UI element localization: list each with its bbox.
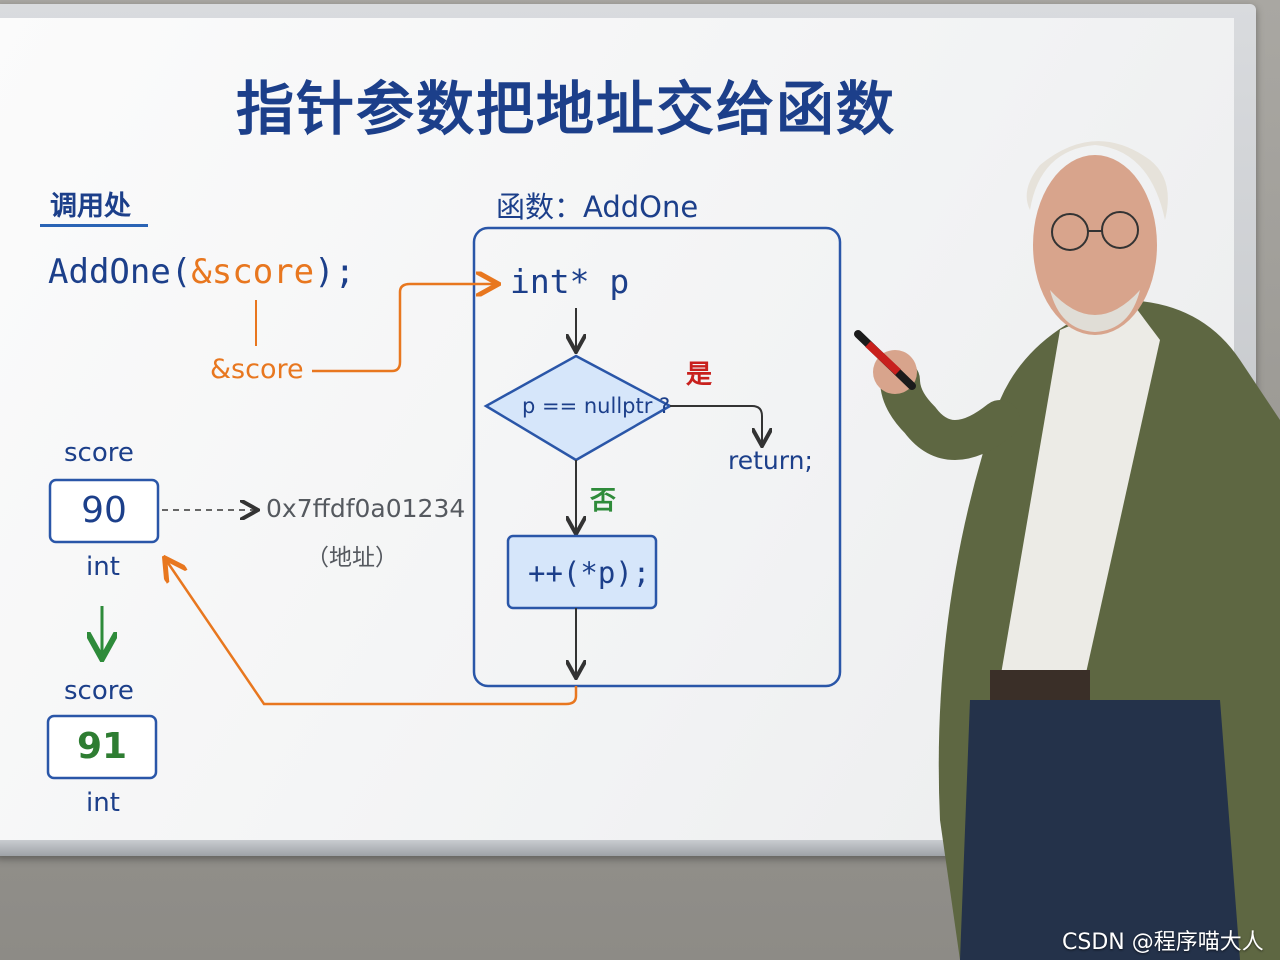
- score-after-name: score: [64, 676, 134, 706]
- score-after-type: int: [86, 788, 120, 818]
- arg-pass-arrow: [312, 284, 496, 373]
- caller-heading-underline: [40, 224, 148, 227]
- score-before-box: [48, 478, 160, 544]
- call-argument: &score: [191, 252, 315, 292]
- increment-statement: ++(*p);: [528, 556, 651, 590]
- presenter-figure: [854, 141, 1280, 960]
- function-heading: 函数：AddOne: [496, 190, 699, 224]
- call-suffix: );: [314, 252, 356, 292]
- marker-tray: [0, 840, 1250, 856]
- call-prefix: AddOne(: [48, 252, 192, 292]
- page-title: 指针参数把地址交给函数: [236, 75, 897, 143]
- yes-branch-label: 是: [686, 360, 713, 390]
- score-before-value: 90: [81, 490, 127, 531]
- score-before-name: score: [64, 438, 134, 468]
- call-expression: AddOne(&score);: [48, 252, 355, 292]
- memory-address-note: （地址）: [306, 545, 398, 571]
- caller-heading: 调用处: [50, 191, 131, 222]
- parameter-declaration: int* p: [510, 262, 630, 301]
- memory-address: 0x7ffdf0a01234: [266, 494, 466, 523]
- score-before-type: int: [86, 552, 120, 582]
- score-after-box: [46, 714, 158, 780]
- score-after-value: 91: [76, 726, 128, 767]
- no-branch-label: 否: [590, 486, 617, 516]
- flow-arrow-yes-to-return: [670, 405, 762, 444]
- write-back-arrow: [166, 560, 578, 706]
- increment-box: [506, 534, 658, 610]
- watermark: CSDN @程序喵大人: [1062, 930, 1264, 955]
- argument-label: &score: [210, 354, 304, 385]
- function-box: [472, 226, 842, 688]
- null-check-condition: p == nullptr ?: [522, 394, 671, 418]
- return-statement: return;: [728, 446, 813, 475]
